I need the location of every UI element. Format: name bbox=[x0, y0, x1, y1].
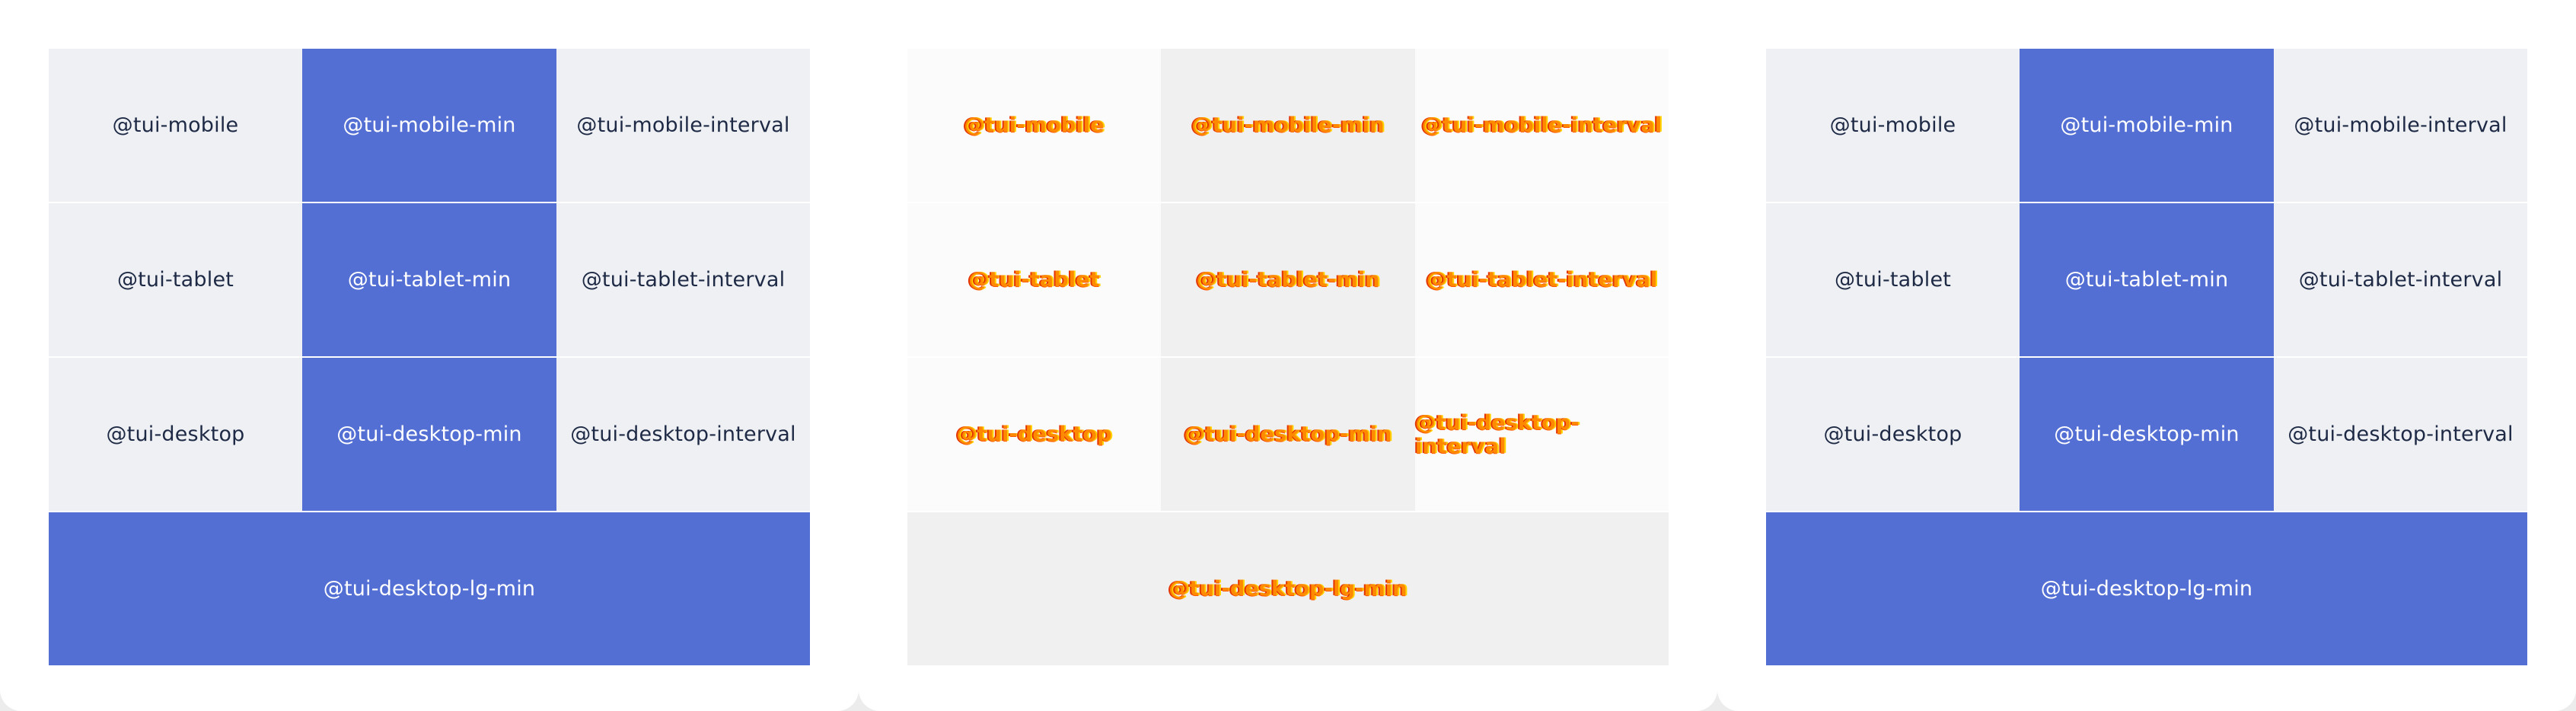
cell-mobile-interval-container: @tui-mobile-interval bbox=[1415, 49, 1669, 202]
cell-mobile: @tui-mobile bbox=[964, 113, 1105, 137]
cell-mobile-min: @tui-mobile-min bbox=[2020, 49, 2274, 202]
panel-left: @tui-mobile @tui-mobile-min @tui-mobile-… bbox=[0, 0, 859, 711]
panel-right: @tui-mobile @tui-mobile-min @tui-mobile-… bbox=[1717, 0, 2576, 711]
cell-desktop-lg-min-container: @tui-desktop-lg-min bbox=[907, 512, 1669, 665]
cell-desktop-interval-container: @tui-desktop-interval bbox=[1415, 358, 1669, 511]
cell-tablet-interval: @tui-tablet-interval bbox=[1426, 268, 1658, 292]
cell-tablet-min: @tui-tablet-min bbox=[1196, 268, 1380, 292]
cell-tablet: @tui-tablet bbox=[968, 268, 1100, 292]
cell-desktop-lg-min: @tui-desktop-lg-min bbox=[1168, 577, 1408, 601]
cell-desktop-min-container: @tui-desktop-min bbox=[1161, 358, 1415, 511]
cell-desktop-interval: @tui-desktop-interval bbox=[2274, 358, 2527, 511]
cell-desktop-container: @tui-desktop bbox=[907, 358, 1161, 511]
cell-tablet: @tui-tablet bbox=[49, 203, 302, 356]
cell-desktop-lg-min: @tui-desktop-lg-min bbox=[1766, 512, 2527, 665]
cell-desktop-interval: @tui-desktop-interval bbox=[1415, 410, 1580, 458]
cell-tablet-min: @tui-tablet-min bbox=[2020, 203, 2274, 356]
cell-tablet-interval: @tui-tablet-interval bbox=[556, 203, 810, 356]
cell-mobile-min: @tui-mobile-min bbox=[302, 49, 556, 202]
cell-desktop-lg-min: @tui-desktop-lg-min bbox=[49, 512, 810, 665]
cell-tablet-container: @tui-tablet bbox=[907, 203, 1161, 356]
cell-tablet-interval: @tui-tablet-interval bbox=[2274, 203, 2527, 356]
cell-tablet-min-container: @tui-tablet-min bbox=[1161, 203, 1415, 356]
cell-mobile-interval: @tui-mobile-interval bbox=[1421, 113, 1663, 137]
breakpoint-grid-right: @tui-mobile @tui-mobile-min @tui-mobile-… bbox=[1766, 49, 2527, 665]
cell-mobile: @tui-mobile bbox=[49, 49, 302, 202]
cell-desktop: @tui-desktop bbox=[956, 422, 1112, 446]
cell-desktop: @tui-desktop bbox=[1766, 358, 2020, 511]
cell-desktop-interval: @tui-desktop-interval bbox=[556, 358, 810, 511]
panel-center: @tui-mobile @tui-mobile-min @tui-mobile-… bbox=[859, 0, 1717, 711]
cell-mobile-interval: @tui-mobile-interval bbox=[556, 49, 810, 202]
cell-mobile-interval: @tui-mobile-interval bbox=[2274, 49, 2527, 202]
cell-mobile: @tui-mobile bbox=[1766, 49, 2020, 202]
cell-desktop-min: @tui-desktop-min bbox=[302, 358, 556, 511]
cell-mobile-min-container: @tui-mobile-min bbox=[1161, 49, 1415, 202]
breakpoint-grid-left: @tui-mobile @tui-mobile-min @tui-mobile-… bbox=[49, 49, 810, 665]
cell-desktop-min: @tui-desktop-min bbox=[1184, 422, 1392, 446]
cell-mobile-min: @tui-mobile-min bbox=[1191, 113, 1385, 137]
cell-desktop-min: @tui-desktop-min bbox=[2020, 358, 2274, 511]
breakpoint-grid-center: @tui-mobile @tui-mobile-min @tui-mobile-… bbox=[907, 49, 1669, 665]
cell-desktop: @tui-desktop bbox=[49, 358, 302, 511]
cell-tablet-interval-container: @tui-tablet-interval bbox=[1415, 203, 1669, 356]
cell-mobile-container: @tui-mobile bbox=[907, 49, 1161, 202]
cell-tablet-min: @tui-tablet-min bbox=[302, 203, 556, 356]
cell-tablet: @tui-tablet bbox=[1766, 203, 2020, 356]
